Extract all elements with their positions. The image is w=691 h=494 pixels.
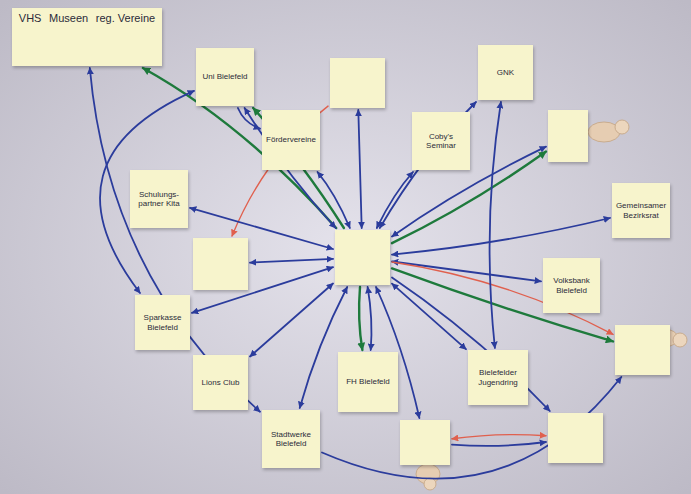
sticky-note: [193, 238, 248, 290]
sticky-note: [548, 413, 603, 463]
sticky-note: Coby's Seminar: [412, 112, 470, 170]
note-text: Sparkasse Bielefeld: [138, 313, 187, 331]
sticky-note: [615, 325, 670, 375]
relation-arrow: [380, 102, 476, 228]
relation-arrow: [368, 287, 372, 350]
note-text: Volksbank Bielefeld: [546, 276, 597, 294]
sticky-note: Stadtwerke Bielefeld: [262, 410, 320, 468]
sticky-note: [330, 58, 385, 108]
relation-arrow: [452, 435, 546, 439]
sticky-note: VHS Museen reg. Vereine: [12, 8, 162, 66]
sticky-note: Fördervereine: [262, 110, 320, 170]
relation-arrow: [250, 284, 333, 357]
note-text: GNK: [497, 68, 514, 77]
relation-arrow: [318, 172, 350, 228]
sticky-note: Uni Bielefeld: [196, 48, 254, 106]
note-text: VHS: [19, 12, 42, 25]
note-text: Uni Bielefeld: [203, 72, 248, 81]
sticky-note: GNK: [478, 45, 533, 100]
relation-arrow: [377, 172, 413, 228]
relation-arrow: [490, 102, 501, 348]
note-text: Schulungs-partner Kita: [133, 190, 185, 208]
relation-arrow: [90, 68, 260, 412]
relation-arrow: [238, 108, 260, 129]
relation-arrow: [392, 218, 610, 255]
wooden-figure: [416, 464, 440, 490]
note-text: reg. Vereine: [96, 12, 155, 25]
note-text: Lions Club: [202, 378, 240, 387]
relation-arrow: [392, 262, 541, 282]
sticky-note: FH Bielefeld: [338, 352, 398, 412]
relation-arrow: [245, 108, 336, 228]
wooden-figure: [588, 120, 629, 142]
relation-arrow: [232, 106, 328, 236]
sticky-note: Sparkasse Bielefeld: [135, 295, 190, 350]
relation-arrow: [392, 284, 466, 350]
relation-arrow: [250, 259, 333, 263]
sticky-note: [335, 230, 390, 285]
sticky-note: [400, 420, 450, 465]
note-text: Stadtwerke Bielefeld: [265, 430, 317, 448]
note-text: Coby's Seminar: [415, 132, 467, 150]
note-text: Bielefelder Jugendring: [471, 368, 525, 386]
note-text: FH Bielefeld: [346, 377, 390, 386]
relation-arrow: [392, 278, 550, 412]
note-text: Fördervereine: [266, 135, 316, 144]
sticky-note: Volksbank Bielefeld: [543, 258, 600, 313]
note-text: Gemeinsamer Bezirksrat: [615, 201, 667, 219]
relation-arrow: [253, 108, 344, 228]
relation-arrow: [358, 110, 361, 228]
sticky-note: Gemeinsamer Bezirksrat: [612, 183, 670, 238]
relation-arrow: [452, 442, 546, 446]
note-text: Museen: [49, 12, 88, 25]
sticky-note: [548, 110, 588, 162]
relation-arrow: [359, 287, 362, 350]
sticky-note: Bielefelder Jugendring: [468, 350, 528, 405]
sticky-note: Lions Club: [193, 355, 248, 410]
sticky-note: Schulungs-partner Kita: [130, 170, 188, 228]
